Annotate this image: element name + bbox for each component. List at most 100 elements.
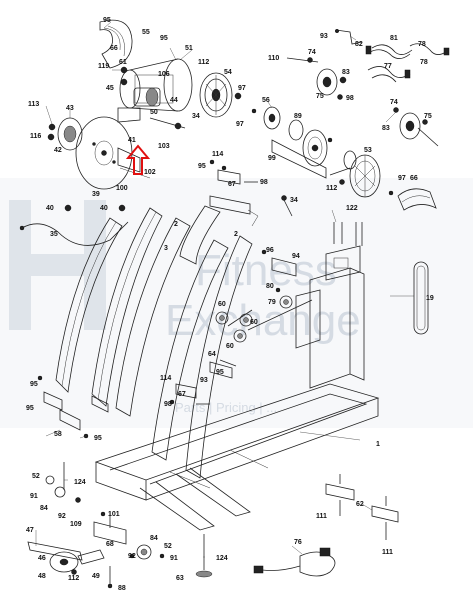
callout-82: 82 <box>355 41 363 48</box>
callout-67: 67 <box>178 391 186 398</box>
watermark-band <box>0 178 473 428</box>
belt-guard-66 <box>388 188 437 211</box>
fan-shroud <box>99 19 133 69</box>
callout-91: 91 <box>30 493 38 500</box>
callout-78: 78 <box>418 41 426 48</box>
callout-89: 89 <box>294 113 302 120</box>
callout-47: 47 <box>26 527 34 534</box>
bracket-68 <box>93 511 127 545</box>
callout-49: 49 <box>92 573 100 580</box>
callout-2: 2 <box>234 231 238 238</box>
watermark: Fitness Exchange Parts | Pricing | ... <box>0 178 473 428</box>
feet-62 <box>325 474 399 540</box>
callout-75: 75 <box>316 93 324 100</box>
callout-83: 83 <box>342 69 350 76</box>
callout-54: 54 <box>224 69 232 76</box>
wire-harness-78 <box>409 43 450 56</box>
watermark-line2: Exchange <box>165 296 361 345</box>
wire-harness-77 <box>367 66 411 83</box>
callout-58: 58 <box>54 431 62 438</box>
cable-35 <box>19 204 129 246</box>
rail-bracket-34 <box>209 195 293 217</box>
callout-42: 42 <box>54 147 62 154</box>
callout-95: 95 <box>216 369 224 376</box>
callout-2: 2 <box>174 221 178 228</box>
callout-111: 111 <box>382 549 393 556</box>
callout-113: 113 <box>28 101 39 108</box>
callout-102: 102 <box>144 169 156 176</box>
leveler-left <box>45 462 81 503</box>
watermark-logo <box>9 200 106 330</box>
callout-35: 35 <box>50 231 58 238</box>
callout-122: 122 <box>346 205 358 212</box>
callout-48: 48 <box>38 573 46 580</box>
idler-pulley-56 <box>251 106 281 130</box>
callout-1: 1 <box>376 441 380 448</box>
callout-52: 52 <box>32 473 40 480</box>
callout-99: 99 <box>268 155 276 162</box>
rail-middle-3 <box>91 207 191 417</box>
highlight-arrow <box>125 144 151 175</box>
hub-43 <box>47 117 83 151</box>
callout-68: 68 <box>106 541 114 548</box>
callout-62: 62 <box>356 501 364 508</box>
rail-right-2 <box>151 205 259 479</box>
callout-50: 50 <box>150 109 158 116</box>
callout-92: 92 <box>128 553 136 560</box>
callout-95: 95 <box>30 381 38 388</box>
callout-64: 64 <box>208 351 216 358</box>
pins-122 <box>333 222 363 246</box>
watermark-tagline: Parts | Pricing | ... <box>175 400 277 415</box>
shaft-110 <box>286 57 319 63</box>
callout-40: 40 <box>46 205 54 212</box>
callout-97: 97 <box>236 121 244 128</box>
callout-66: 66 <box>410 175 418 182</box>
callout-55: 55 <box>142 29 150 36</box>
main-frame-1 <box>94 383 380 531</box>
callout-103: 103 <box>158 143 170 150</box>
callout-119: 119 <box>98 63 109 70</box>
callout-112: 112 <box>326 185 337 192</box>
roller-99 <box>271 119 333 179</box>
callout-95: 95 <box>94 435 102 442</box>
callout-112: 112 <box>68 575 79 582</box>
callout-60: 60 <box>218 301 226 308</box>
callout-116: 116 <box>30 133 41 140</box>
callout-labels: 95 66 61 55 95 51 93 82 81 78 119 106 11… <box>26 17 434 592</box>
leader-lines <box>35 21 414 587</box>
callout-66: 66 <box>110 45 118 52</box>
callout-63: 63 <box>176 575 184 582</box>
callout-92: 92 <box>58 513 66 520</box>
callout-44: 44 <box>170 97 178 104</box>
callout-79: 79 <box>268 299 276 306</box>
callout-100: 100 <box>116 185 128 192</box>
pulley-75-upper <box>316 68 347 100</box>
callout-98: 98 <box>346 95 354 102</box>
callout-40: 40 <box>100 205 108 212</box>
callout-81: 81 <box>390 35 398 42</box>
callout-112: 112 <box>198 59 209 66</box>
callout-110: 110 <box>268 55 279 62</box>
wheel-84 <box>129 544 165 560</box>
callout-96: 96 <box>266 247 274 254</box>
callout-95: 95 <box>103 17 111 24</box>
callout-88: 88 <box>118 585 126 592</box>
bracket-94 <box>261 249 297 277</box>
upright-tower <box>247 245 365 389</box>
callout-98: 98 <box>260 179 268 186</box>
callout-93: 93 <box>320 33 328 40</box>
callout-124: 124 <box>74 479 86 486</box>
callout-97: 97 <box>398 175 406 182</box>
power-cord-76 <box>253 547 336 577</box>
callout-45: 45 <box>106 85 114 92</box>
leveler-foot-63 <box>195 556 213 578</box>
callout-114: 114 <box>212 151 223 158</box>
rollers-60 <box>215 309 253 343</box>
callout-114: 114 <box>160 375 171 382</box>
callout-53: 53 <box>364 147 372 154</box>
callout-83: 83 <box>382 125 390 132</box>
callout-109: 109 <box>70 521 82 528</box>
callout-43: 43 <box>66 105 74 112</box>
callout-56: 56 <box>262 97 270 104</box>
